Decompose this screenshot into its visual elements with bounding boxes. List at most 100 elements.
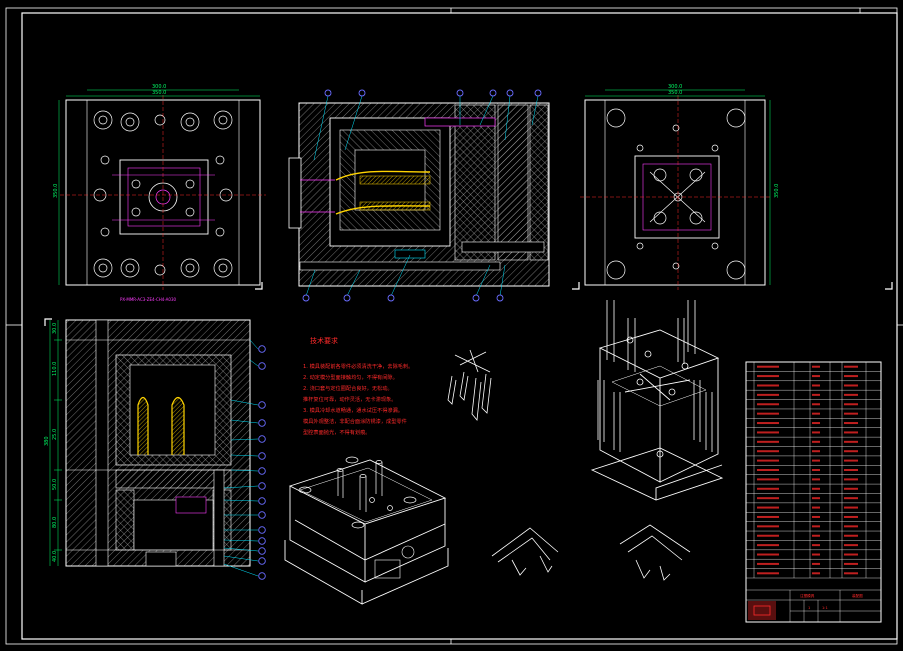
parts-list-entry-mark bbox=[844, 412, 858, 415]
parts-list-entry-mark bbox=[757, 375, 779, 378]
parts-list-entry-mark bbox=[844, 562, 858, 565]
parts-list-entry-mark bbox=[844, 365, 858, 368]
parts-list-entry-mark bbox=[757, 515, 779, 518]
dim-top-inner: 300.0 bbox=[152, 84, 166, 90]
parts-list-entry-mark bbox=[757, 412, 779, 415]
isometric-runner-part bbox=[447, 349, 492, 421]
tech-req-line-4: 推杆复位可靠，动作灵活，无卡滞现象。 bbox=[303, 395, 396, 403]
title-block-drawing-name: 装配图 bbox=[852, 593, 863, 598]
dim-right-inner: 300.0 bbox=[668, 84, 682, 90]
parts-list-entry-mark bbox=[812, 459, 820, 462]
plan-view-fixed-half: 350.0 300.0 350.0 PX-MMR-AC3-ZE4-CH4-A03… bbox=[53, 84, 266, 302]
parts-list-entry-mark bbox=[812, 469, 820, 471]
parts-list-entry-mark bbox=[812, 403, 820, 406]
parts-list-entry-mark bbox=[844, 515, 858, 518]
parts-list-entry-mark bbox=[844, 534, 858, 537]
section-view-b: 30.0 110.0 25.0 50.0 80.0 40.0 380 bbox=[44, 319, 266, 580]
tech-req-line-5: 3. 模具冷却水道畅通，通水试压不得渗漏。 bbox=[303, 406, 403, 414]
parts-list-entry-mark bbox=[844, 393, 858, 396]
parts-list-entry-mark bbox=[757, 365, 779, 368]
parts-list-entry-mark bbox=[844, 384, 858, 387]
parts-list-entry-mark bbox=[844, 431, 858, 434]
parts-list-entry-mark bbox=[757, 469, 779, 471]
plan-view-moving-half: 350.0 300.0 350.0 bbox=[580, 84, 780, 290]
parts-list-entry-mark bbox=[844, 478, 858, 481]
parts-list-entry-mark bbox=[757, 384, 779, 387]
title-block: 注塑模具 装配图 1:1 1 bbox=[745, 361, 882, 623]
title-block-drawing-title: 注塑模具 bbox=[800, 593, 815, 598]
isometric-ejector-parts bbox=[491, 524, 691, 581]
parts-list-entry-mark bbox=[757, 497, 779, 500]
plan-caption: PX-MMR-AC3-ZE4-CH4-A030 bbox=[120, 297, 177, 302]
parts-list-entry-mark bbox=[812, 553, 820, 556]
parts-list-entry-mark bbox=[757, 440, 779, 443]
parts-list-entry-mark bbox=[757, 534, 779, 537]
section-dim-3: 25.0 bbox=[52, 429, 58, 440]
parts-list-entry-mark bbox=[812, 506, 820, 509]
parts-list-entry-mark bbox=[844, 487, 858, 490]
sheet-border bbox=[5, 7, 903, 645]
dim-left-height: 350.0 bbox=[53, 184, 59, 198]
parts-list-entry-mark bbox=[812, 497, 820, 500]
section-dim-6: 40.0 bbox=[52, 551, 58, 562]
parts-list-entry-mark bbox=[844, 572, 858, 575]
section-dim-total: 380 bbox=[44, 436, 50, 446]
parts-list-entry-mark bbox=[812, 487, 820, 490]
parts-list-entry-mark bbox=[757, 562, 779, 565]
dim-right-height: 350.0 bbox=[774, 184, 780, 198]
parts-list-entry-mark bbox=[844, 450, 858, 453]
section-dim-1: 30.0 bbox=[52, 323, 58, 334]
parts-list-entry-mark bbox=[844, 469, 858, 471]
parts-list-entry-mark bbox=[812, 515, 820, 518]
section-dim-5: 80.0 bbox=[52, 517, 58, 528]
technical-requirements: 技术要求 1. 模具装配前各零件必须清洗干净，去除毛刺。 2. 动定模分型面接触… bbox=[303, 336, 413, 436]
view-corner-marks bbox=[44, 282, 893, 326]
parts-list-entry-mark bbox=[844, 525, 858, 528]
parts-list-entry-mark bbox=[757, 572, 779, 575]
parts-list-entry-mark bbox=[844, 497, 858, 500]
parts-list-entry-mark bbox=[812, 365, 820, 368]
title-block-scale: 1:1 bbox=[822, 606, 828, 610]
parts-list-entry-mark bbox=[812, 375, 820, 378]
parts-list-entry-mark bbox=[757, 544, 779, 547]
dim-right-width: 350.0 bbox=[668, 90, 682, 96]
title-block-sheet: 1 bbox=[808, 606, 810, 610]
parts-list-entry-mark bbox=[844, 553, 858, 556]
parts-list-entry-mark bbox=[812, 562, 820, 565]
tech-req-line-6: 模具外观整洁，非配合面涂防锈漆，成型零件 bbox=[303, 417, 407, 425]
parts-list-entry-mark bbox=[812, 384, 820, 387]
parts-list-entry-mark bbox=[844, 403, 858, 406]
parts-list-entry-mark bbox=[757, 393, 779, 396]
parts-list-entry-mark bbox=[812, 544, 820, 547]
parts-list-entry-mark bbox=[812, 412, 820, 415]
parts-list-entry-mark bbox=[812, 450, 820, 453]
parts-list-entry-mark bbox=[812, 572, 820, 575]
parts-list-entry-mark bbox=[757, 459, 779, 462]
tech-req-line-7: 型腔表面抛光，不得有划痕。 bbox=[303, 428, 370, 436]
parts-list-entry-mark bbox=[757, 450, 779, 453]
isometric-mold-open bbox=[590, 300, 724, 501]
parts-list-entry-mark bbox=[757, 487, 779, 490]
parts-list-entry-mark bbox=[844, 544, 858, 547]
section-dim-2: 110.0 bbox=[52, 362, 58, 376]
parts-list-entry-mark bbox=[812, 431, 820, 434]
parts-list-entry-mark bbox=[812, 525, 820, 528]
section-dim-4: 50.0 bbox=[52, 479, 58, 490]
tech-req-line-3: 2. 浇口套与定位圈配合良好，无松动。 bbox=[303, 384, 393, 392]
parts-list-entry-mark bbox=[812, 440, 820, 443]
section-view-a bbox=[288, 89, 550, 302]
parts-list-entry-mark bbox=[844, 440, 858, 443]
tech-req-line-2: 2. 动定模分型面接触均匀，不得有间隙。 bbox=[303, 373, 398, 381]
dim-top-width: 350.0 bbox=[152, 90, 166, 96]
parts-list-entry-mark bbox=[757, 553, 779, 556]
parts-list-entry-mark bbox=[757, 431, 779, 434]
parts-list-entry-mark bbox=[844, 422, 858, 425]
parts-list-entry-mark bbox=[757, 403, 779, 406]
parts-list-entry-mark bbox=[844, 459, 858, 462]
parts-list-entry-mark bbox=[757, 506, 779, 509]
parts-list-entry-mark bbox=[812, 478, 820, 481]
parts-list-entry-mark bbox=[844, 375, 858, 378]
tech-req-line-1: 1. 模具装配前各零件必须清洗干净，去除毛刺。 bbox=[303, 362, 413, 370]
parts-list-entry-mark bbox=[757, 525, 779, 528]
